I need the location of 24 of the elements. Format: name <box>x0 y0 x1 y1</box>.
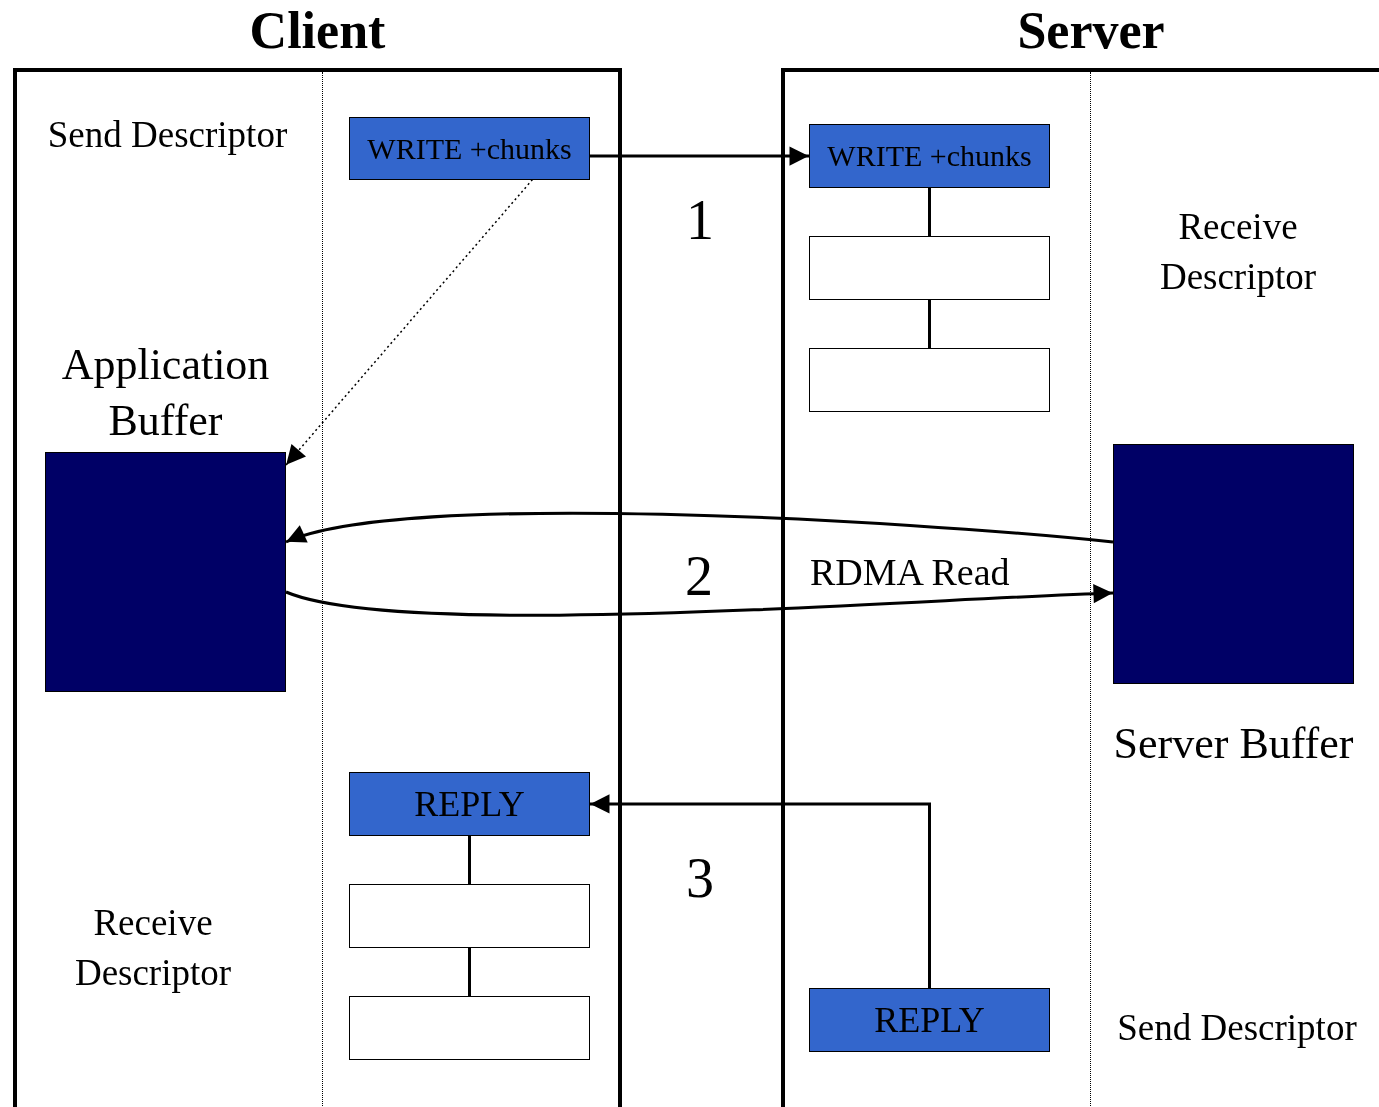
empty-block <box>349 884 590 948</box>
empty-block <box>809 348 1050 412</box>
arrow <box>590 146 809 166</box>
descriptor-label: Send Descriptor <box>1116 1006 1358 1050</box>
connector-line <box>928 300 931 348</box>
arrow <box>285 584 1114 617</box>
arrow <box>285 511 1114 546</box>
descriptor-label: Receive Descriptor <box>73 901 233 995</box>
message-block: REPLY <box>349 772 590 836</box>
descriptor-label: Send Descriptor <box>46 113 289 157</box>
buffer-label: Application Buffer <box>60 339 271 447</box>
empty-block <box>809 236 1050 300</box>
message-block: WRITE +chunks <box>809 124 1050 188</box>
connector-line <box>468 948 471 996</box>
arrow <box>590 794 931 988</box>
message-block: REPLY <box>809 988 1050 1052</box>
panel-title: Server <box>1016 1 1166 61</box>
connector-line <box>468 836 471 884</box>
empty-block <box>349 996 590 1060</box>
buffer-label: Server Buffer <box>1112 718 1355 770</box>
descriptor-label: Receive Descriptor <box>1158 205 1318 299</box>
message-block: WRITE +chunks <box>349 117 590 180</box>
panel-title: Client <box>248 1 387 61</box>
connector-line <box>928 188 931 236</box>
